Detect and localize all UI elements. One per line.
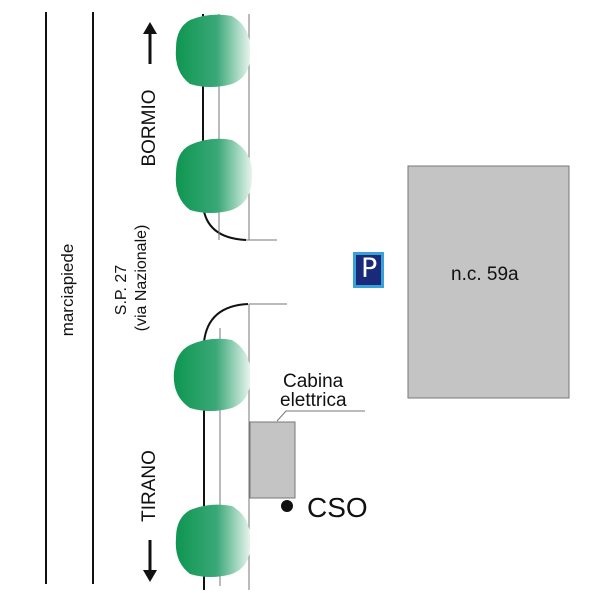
cabin-leader-line (276, 410, 365, 422)
building-59a (407, 165, 570, 399)
arrow-down-icon (143, 540, 157, 582)
building-label: n.c. 59a (451, 264, 519, 285)
arrow-up-icon (143, 22, 157, 64)
bormio-direction-label: BORMIO (139, 89, 160, 167)
road-name-label: S.P. 27 (113, 264, 130, 316)
tree-icon (175, 14, 251, 88)
tirano-direction-label: TIRANO (139, 450, 160, 522)
tree-icon (173, 338, 251, 411)
parking-sign-icon (353, 252, 384, 288)
cso-label: CSO (307, 492, 368, 523)
tree-icon (175, 504, 251, 577)
tree-icon (175, 138, 253, 213)
road-alias-label: (via Nazionale) (133, 224, 150, 332)
sidewalk-label: marciapiede (58, 243, 77, 337)
electrical-cabin (249, 421, 296, 499)
cabin-label-line2: elettrica (280, 390, 347, 411)
cabin-label-line1: Cabina (283, 371, 344, 392)
parking-label: P (361, 253, 378, 284)
cso-marker (281, 500, 293, 512)
